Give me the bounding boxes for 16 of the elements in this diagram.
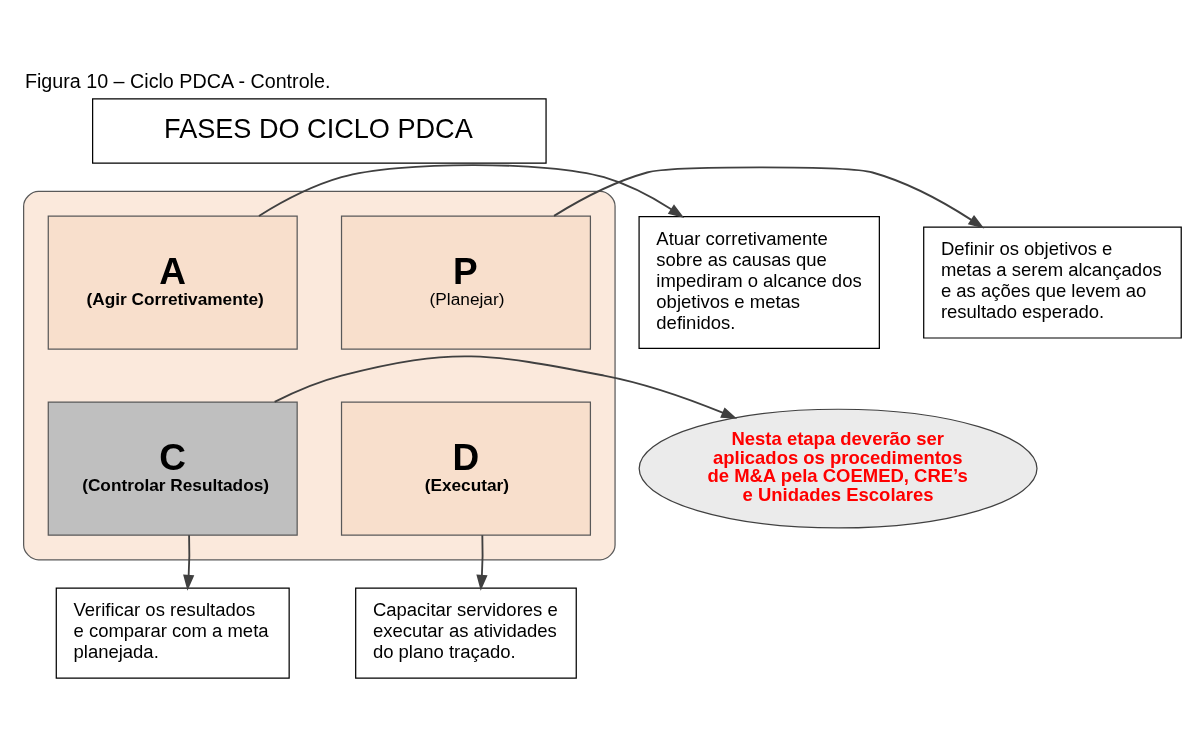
node-box: P (Planejar) bbox=[340, 215, 592, 350]
node-box: C (Controlar Resultados) bbox=[47, 401, 298, 536]
node-box: Atuar corretivamente sobre as causas que impediram o alcance dos objetivos e metas definidos. bbox=[638, 216, 880, 350]
diagram-title: Figura 10 – Ciclo PDCA - Controle. bbox=[24, 69, 331, 92]
node-box: Definir os objetivos e metas a serem alcançados e as ações que levem ao resultado esperado. bbox=[923, 226, 1182, 339]
node-box: Capacitar servidores e executar as atividades do plano traçado. bbox=[355, 587, 577, 679]
arrow bbox=[553, 166, 985, 229]
arrow bbox=[183, 534, 195, 591]
node-box: A (Agir Corretivamente) bbox=[47, 215, 298, 350]
arrow bbox=[273, 355, 738, 419]
arrow bbox=[476, 534, 488, 591]
cluster bbox=[23, 190, 616, 561]
arrow bbox=[258, 164, 685, 218]
node-box: FASES DO CICLO PDCA bbox=[92, 98, 547, 164]
node-box: D (Executar) bbox=[340, 401, 592, 536]
node-box: Verificar os resultados e comparar com a meta planejada. bbox=[55, 587, 290, 679]
